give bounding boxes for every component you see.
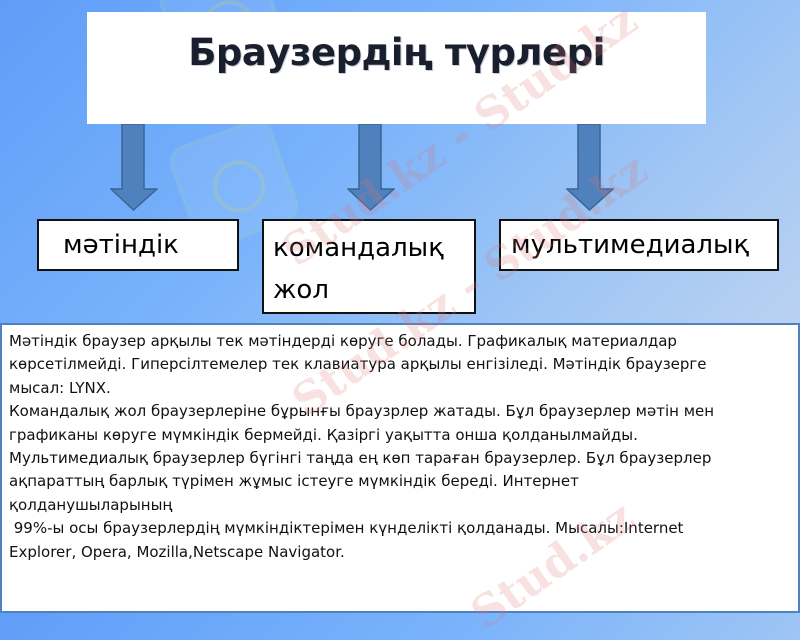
category-box-text: мәтіндік (37, 219, 239, 271)
category-box-multimedia: мультимедиалық (499, 219, 779, 271)
description-line: Командалық жол браузерлеріне бұрынғы бра… (9, 402, 715, 421)
category-label: мәтіндік (63, 230, 179, 260)
description-box: Мәтіндік браузер арқылы тек мәтіндерді к… (0, 323, 800, 613)
title-box: Браузердің түрлері (87, 12, 706, 124)
description-line: көрсетілмейді. Гиперсілтемелер тек клави… (9, 355, 707, 374)
arrow-down-icon (347, 124, 395, 211)
description-line: Мультимедиалық браузерлер бүгінгі таңда … (9, 449, 712, 468)
description-line: Мәтіндік браузер арқылы тек мәтіндерді к… (9, 332, 677, 350)
arrow-down-icon (566, 124, 614, 211)
description-line: мысал: LYNX. (9, 378, 111, 397)
description-line: Explorer, Opera, Mozilla,Netscape Naviga… (9, 542, 345, 561)
description-line: ақпараттың барлық түрімен жұмыс істеуге … (9, 472, 579, 491)
description-line: 99%-ы осы браузерлердің мүмкіндіктерімен… (9, 519, 684, 538)
category-label: жол (273, 275, 329, 305)
arrow-down-icon (110, 124, 158, 211)
category-label: мультимедиалық (511, 230, 750, 260)
page-title: Браузердің түрлері (188, 31, 605, 74)
category-box-command-line: командалық жол (262, 219, 476, 314)
description-line: графиканы көруге мүмкіндік бермейді. Қаз… (9, 425, 638, 444)
description-line: қолданушыларының (9, 495, 173, 514)
category-label: командалық (273, 233, 444, 263)
